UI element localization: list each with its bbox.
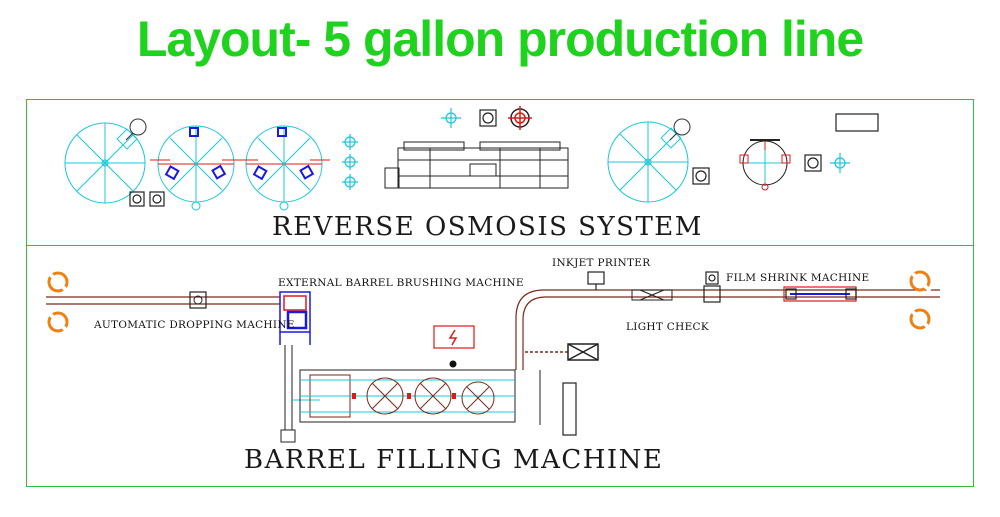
ro-tank-4 <box>607 121 689 203</box>
filling-section-frame <box>26 245 974 487</box>
ro-gear-stack <box>342 134 358 190</box>
ro-gear-5 <box>830 153 850 173</box>
filling-control-dot <box>449 360 457 368</box>
ro-tank-1-gauge <box>125 118 147 141</box>
ro-top-pump <box>479 109 497 127</box>
ro-filter-tank-3 <box>238 125 330 211</box>
filling-heads <box>366 377 495 415</box>
ro-tank-4-gauge <box>669 118 691 141</box>
conveyor-stopper <box>189 291 207 309</box>
filling-column <box>562 382 577 436</box>
conveyor-curve <box>515 289 940 370</box>
bucket-icon-right-bottom <box>908 307 932 331</box>
dropping-machine-label: AUTOMATIC DROPPING MACHINE <box>94 319 295 331</box>
ro-filter-tank-5 <box>739 139 791 191</box>
page-title: Layout- 5 gallon production line <box>136 11 864 67</box>
ro-section-label: REVERSE OSMOSIS SYSTEM <box>272 212 703 242</box>
ro-top-gear <box>441 108 461 128</box>
ro-control-box <box>835 113 879 132</box>
conveyor-left <box>46 296 280 305</box>
ro-pump-4 <box>692 167 710 185</box>
ro-top-uv <box>508 106 532 130</box>
film-shrink-machine <box>703 271 857 303</box>
ro-filter-tank-2 <box>150 125 242 211</box>
light-check-unit <box>631 289 673 301</box>
inkjet-printer-label: INKJET PRINTER <box>552 257 651 269</box>
ro-pumps-1 <box>129 191 165 207</box>
capper-arm <box>525 343 599 361</box>
bucket-icon-right-top <box>908 269 932 293</box>
bucket-icon-left-top <box>46 270 70 294</box>
ro-pump-5 <box>804 154 822 172</box>
film-shrink-machine-label: FILM SHRINK MACHINE <box>726 272 870 284</box>
inkjet-printer <box>587 271 605 290</box>
brushing-machine-label: EXTERNAL BARREL BRUSHING MACHINE <box>278 277 524 289</box>
filling-section-label: BARREL FILLING MACHINE <box>244 445 664 475</box>
brushing-machine <box>279 291 311 345</box>
electric-cabinet <box>433 325 475 349</box>
filling-markers <box>352 393 456 399</box>
ro-tank-1 <box>64 122 146 204</box>
ro-skid-machine <box>384 141 569 189</box>
light-check-label: LIGHT CHECK <box>626 321 710 333</box>
bucket-icon-left-bottom <box>46 310 70 334</box>
vertical-conveyor <box>280 345 320 443</box>
